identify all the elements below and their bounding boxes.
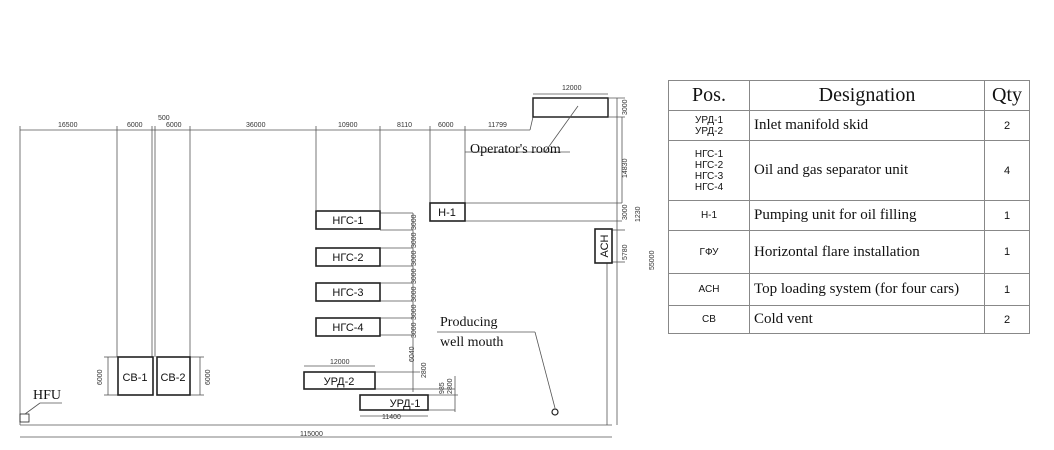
table-row: СВ Cold vent 2 xyxy=(668,305,1030,334)
pos-code: НГС-2 xyxy=(694,159,724,171)
dim-36000: 36000 xyxy=(246,122,266,129)
column-lines xyxy=(19,126,466,425)
cell-qty: 2 xyxy=(984,110,1030,141)
header-designation: Designation xyxy=(749,80,985,111)
unit-urd2 xyxy=(303,371,376,390)
dim-cv-left: 6000 xyxy=(97,369,104,385)
unit-ngs3 xyxy=(315,282,381,302)
dim-urd2-width: 12000 xyxy=(330,359,350,366)
dim-500: 500 xyxy=(158,115,170,122)
cell-designation: Top loading system (for four cars) xyxy=(749,273,985,306)
unit-cv1 xyxy=(117,356,154,396)
label-cv2: СВ-2 xyxy=(160,372,185,384)
dim-total-length: 115000 xyxy=(300,431,323,438)
pos-code: УРД-2 xyxy=(694,125,724,137)
cell-designation: Horizontal flare installation xyxy=(749,230,985,274)
table-header: Pos. Designation Qty xyxy=(668,80,1030,111)
unit-ach xyxy=(594,228,613,264)
dim-1230: 1230 xyxy=(635,206,642,222)
table-row: ГФУ Horizontal flare installation 1 xyxy=(668,230,1030,274)
unit-cv2 xyxy=(156,356,191,396)
dim-sep-6: 3000 xyxy=(411,322,418,338)
dim-room-height: 3000 xyxy=(622,99,629,115)
note-hfu: HFU xyxy=(33,388,61,403)
dim-2800-b: 2800 xyxy=(447,378,454,394)
cell-designation: Inlet manifold skid xyxy=(749,110,985,141)
label-h1: Н-1 xyxy=(438,207,456,219)
label-ach: АСН xyxy=(599,234,611,257)
dim-sep-3: 3000 xyxy=(411,268,418,284)
note-well-line2: well mouth xyxy=(440,335,503,350)
table-row: Н-1 Pumping unit for oil filling 1 xyxy=(668,200,1030,231)
dim-55000: 55000 xyxy=(649,250,656,270)
dim-6000-c: 6000 xyxy=(438,122,454,129)
cell-pos: Н-1 xyxy=(668,200,750,231)
dim-room-width: 12000 xyxy=(562,85,582,92)
cell-pos: ГФУ xyxy=(668,230,750,274)
cell-designation: Oil and gas separator unit xyxy=(749,140,985,201)
label-cv1: СВ-1 xyxy=(122,372,147,384)
table-row: АСН Top loading system (for four cars) 1 xyxy=(668,273,1030,306)
dim-6040: 6040 xyxy=(409,346,416,362)
dim-sep-1: 3000 xyxy=(411,232,418,248)
dim-urd1-width: 11400 xyxy=(382,414,401,421)
dim-14830: 14830 xyxy=(622,158,629,178)
note-operator-room: Operator's room xyxy=(470,142,561,157)
unit-urd1 xyxy=(359,394,429,411)
label-ngs4: НГС-4 xyxy=(332,322,363,334)
cell-designation: Cold vent xyxy=(749,305,985,334)
operator-room-box xyxy=(532,97,609,118)
label-urd2: УРД-2 xyxy=(324,376,355,388)
dim-11799: 11799 xyxy=(488,122,507,129)
unit-ngs4 xyxy=(315,317,381,337)
dim-8110: 8110 xyxy=(397,122,412,129)
cell-qty: 1 xyxy=(984,273,1030,306)
dim-985: 985 xyxy=(439,382,446,394)
dim-5780: 5780 xyxy=(622,244,629,260)
separator-dimension-lines xyxy=(304,212,458,417)
header-qty: Qty xyxy=(984,80,1030,111)
header-pos: Pos. xyxy=(668,80,750,111)
dim-16500: 16500 xyxy=(58,122,78,129)
pos-code: НГС-3 xyxy=(694,170,724,182)
well-mouth-icon xyxy=(551,408,559,416)
pos-code: НГС-4 xyxy=(694,181,724,193)
label-ngs2: НГС-2 xyxy=(332,252,363,264)
pos-code: НГС-1 xyxy=(694,148,724,160)
cell-qty: 1 xyxy=(984,200,1030,231)
pos-code: УРД-1 xyxy=(694,114,724,126)
label-ngs3: НГС-3 xyxy=(332,287,363,299)
label-urd1: УРД-1 xyxy=(390,398,421,410)
dim-6000-b: 6000 xyxy=(166,122,182,129)
dim-3000-h1: 3000 xyxy=(622,204,629,220)
cell-designation: Pumping unit for oil filling xyxy=(749,200,985,231)
cell-pos: АСН xyxy=(668,273,750,306)
cell-qty: 4 xyxy=(984,140,1030,201)
site-plan-diagram: 16500 6000 500 6000 36000 10900 8110 600… xyxy=(19,85,656,438)
unit-ngs2 xyxy=(315,247,381,267)
label-ngs1: НГС-1 xyxy=(332,215,363,227)
cell-qty: 1 xyxy=(984,230,1030,274)
dim-10900: 10900 xyxy=(338,122,358,129)
dim-sep-2: 3000 xyxy=(411,250,418,266)
unit-h1 xyxy=(429,202,466,222)
dim-sep-0: 3000 xyxy=(411,214,418,230)
dim-cv-right: 6000 xyxy=(205,369,212,385)
note-well-line1: Producing xyxy=(440,315,498,330)
cell-qty: 2 xyxy=(984,305,1030,334)
dim-2800-a: 2800 xyxy=(421,362,428,378)
dim-sep-4: 3000 xyxy=(411,286,418,302)
dim-sep-5: 3000 xyxy=(411,304,418,320)
dim-6000-a: 6000 xyxy=(127,122,143,129)
cell-pos: СВ xyxy=(668,305,750,334)
hfu-box xyxy=(19,413,30,423)
unit-ngs1 xyxy=(315,210,381,230)
